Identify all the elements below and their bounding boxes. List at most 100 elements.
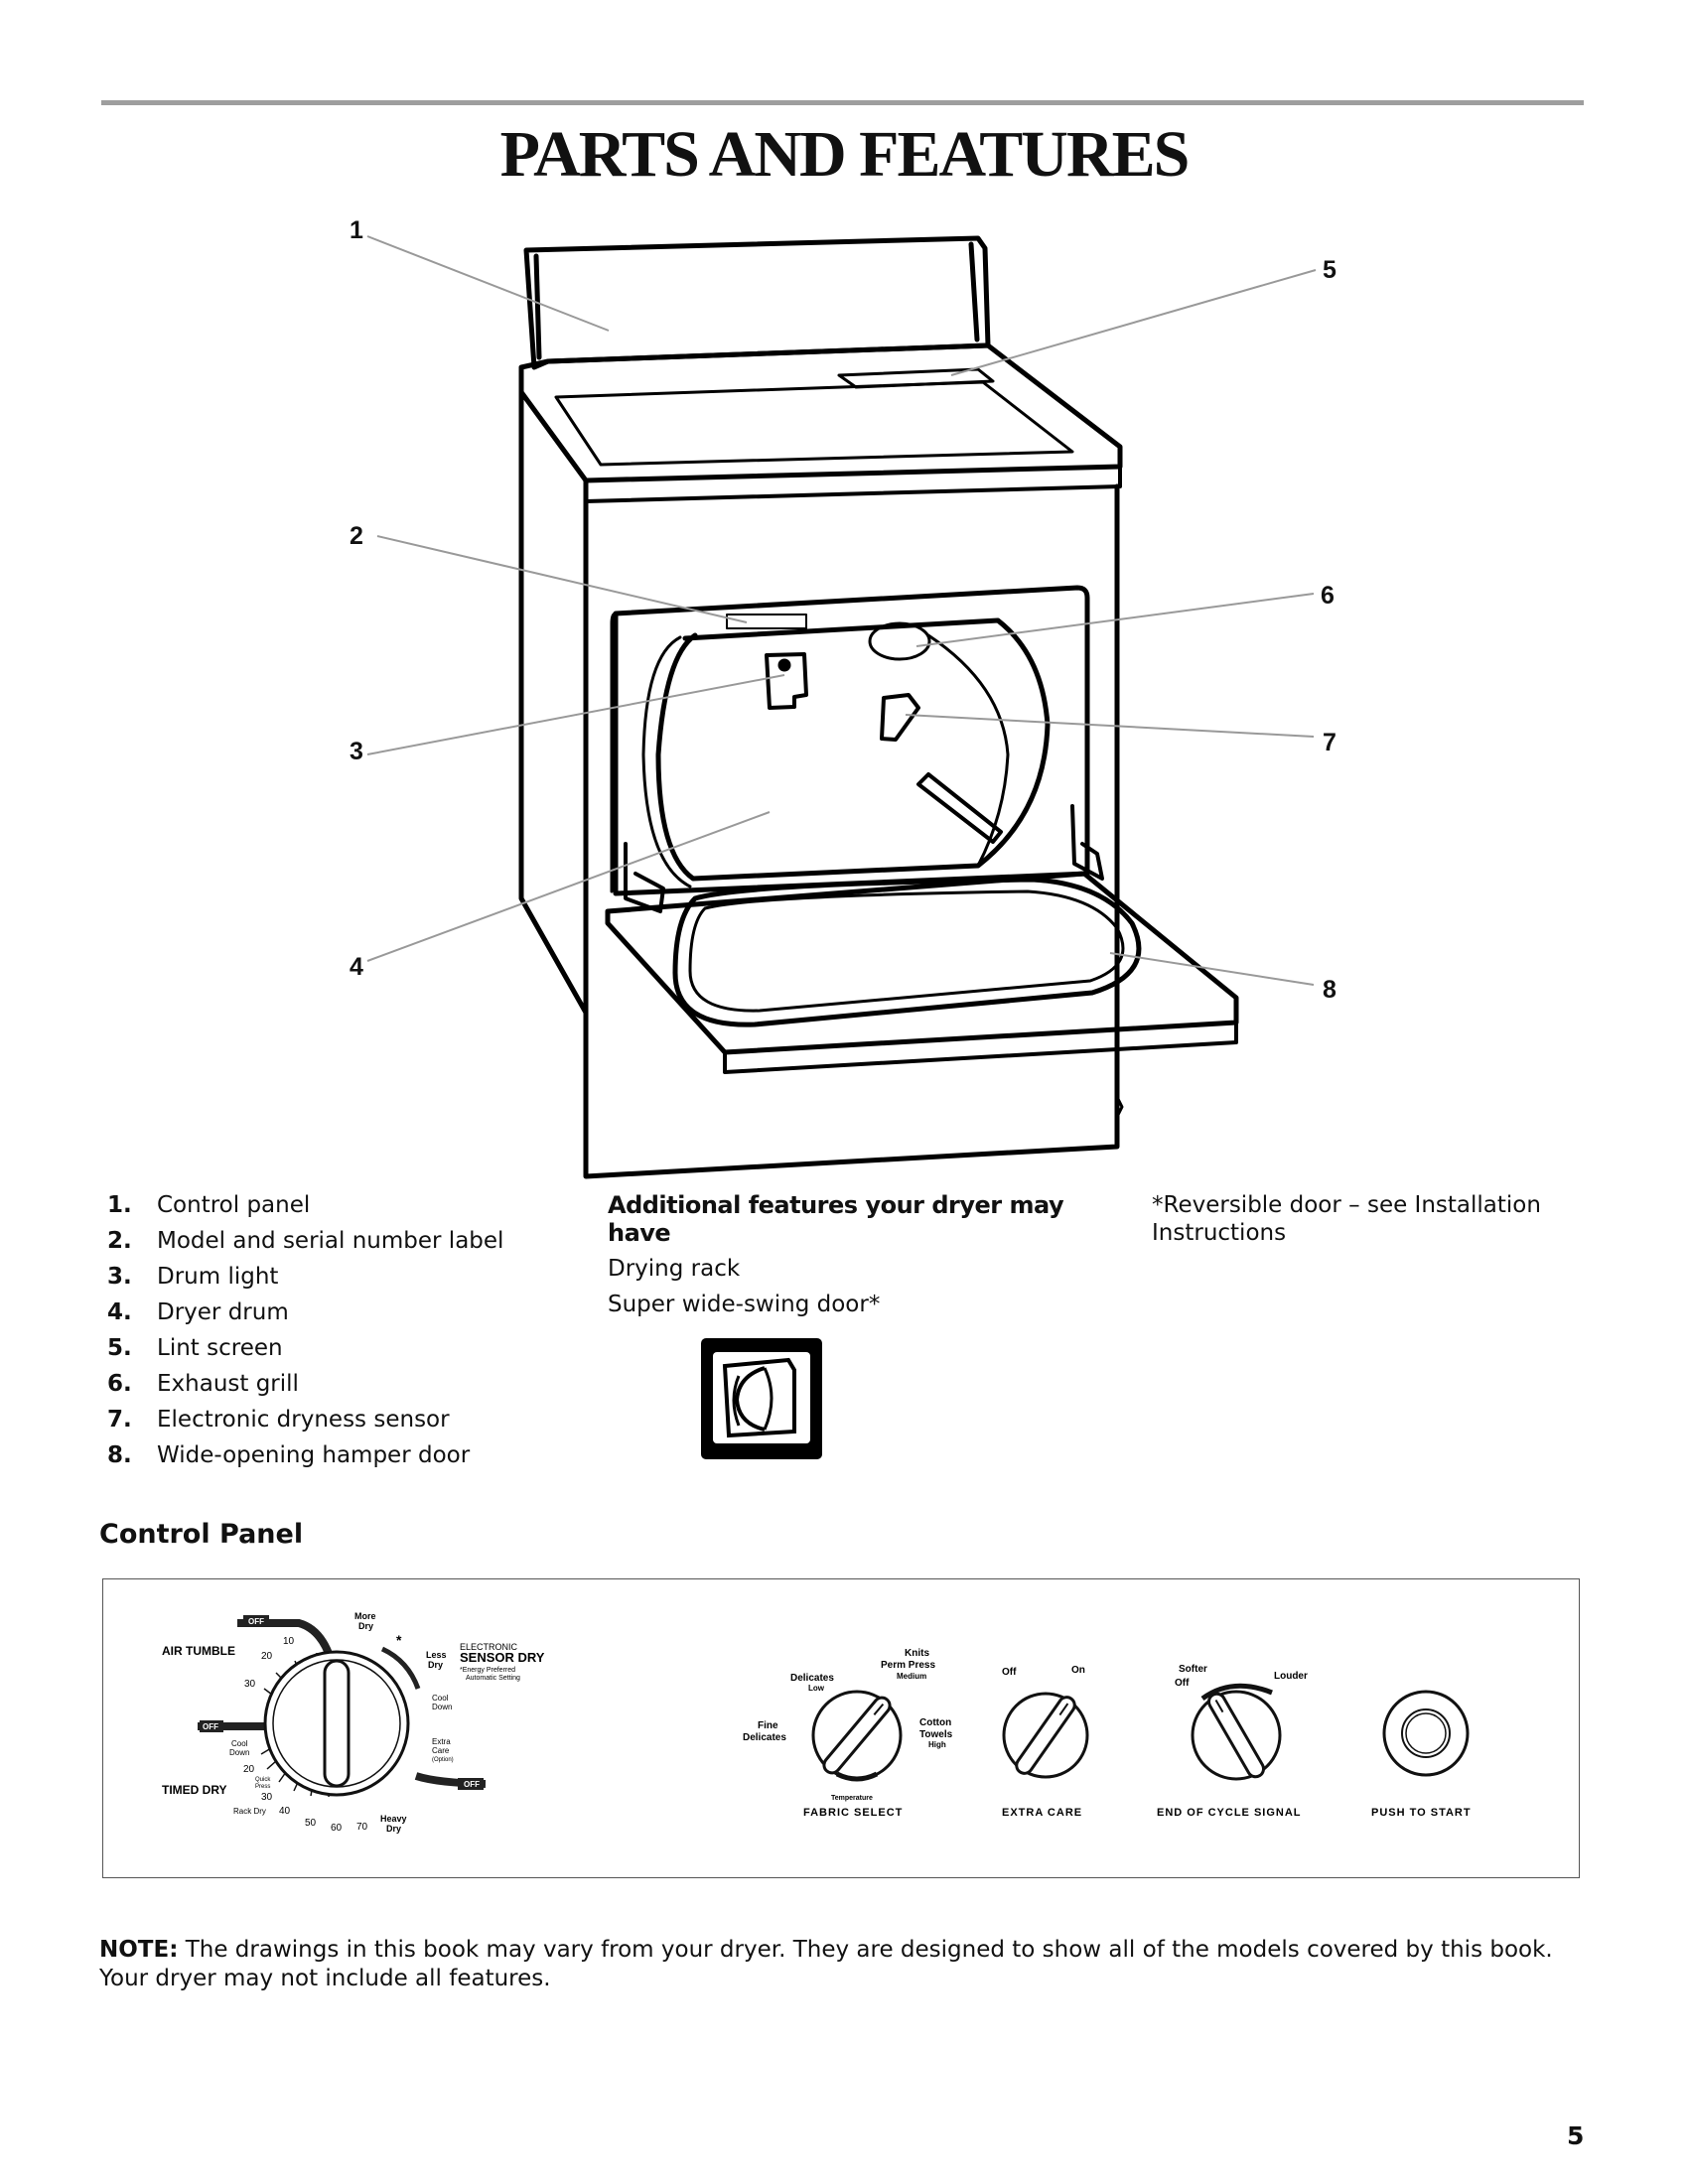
list-item-label: Drum light [157,1264,279,1290]
timer-dial[interactable]: OFF OFF OFF [162,1611,545,1834]
energy-star-mark: * [396,1632,402,1648]
cool-down-label: Cool [432,1694,449,1703]
list-item-number: 3. [107,1264,132,1290]
page-number: 5 [1567,2121,1585,2150]
off-label: OFF [464,1780,480,1789]
dryer-top [518,342,1123,483]
on-label: On [1071,1665,1085,1676]
list-item-number: 8. [107,1442,132,1468]
extra-care-option-label: (Option) [432,1757,454,1763]
tick-label: 50 [305,1818,317,1829]
header-rule [101,100,1584,105]
additional-features-heading: Additional features your dryer may have [608,1191,1064,1247]
tick-label: 40 [279,1806,291,1817]
lint-screen-slot [837,367,995,389]
callout-1: 1 [350,216,363,244]
delicates-label: Delicates [790,1673,834,1684]
tick-label: 10 [283,1636,295,1647]
tick-label: 30 [244,1679,256,1690]
control-panel-heading: Control Panel [99,1519,304,1550]
callout-4: 4 [350,953,363,981]
extra-care-option-label: Extra [432,1737,451,1746]
list-item-number: 1. [107,1192,132,1218]
timed-dry-label: TIMED DRY [162,1783,227,1797]
less-dry-label: Dry [428,1660,443,1670]
extra-care-label: EXTRA CARE [1002,1807,1082,1819]
list-item-label: Exhaust grill [157,1371,299,1397]
cool-down-label: Down [229,1748,249,1757]
callout-8: 8 [1323,976,1336,1004]
list-item-label: Control panel [157,1192,311,1218]
tick-label: 20 [243,1764,255,1775]
cotton-towels-label: Towels [919,1729,953,1740]
fabric-select-knob[interactable]: Delicates Low Knits Perm Press Medium Fi… [743,1648,953,1819]
perm-press-label: Perm Press [881,1660,935,1671]
dryness-sensor [880,693,920,742]
heavy-dry-label: Heavy [380,1814,407,1824]
list-item-number: 6. [107,1371,132,1397]
off-label: Off [1175,1678,1190,1689]
quick-press-label: Quick [255,1777,271,1783]
note-text: The drawings in this book may vary from … [99,1937,1553,1991]
fabric-select-label: FABRIC SELECT [803,1807,903,1819]
list-item: 4.Dryer drum [107,1295,503,1330]
cool-down-label: Down [432,1703,452,1711]
list-item: 8. Wide-opening hamper door [107,1437,503,1473]
extra-care-knob[interactable]: Off On EXTRA CARE [1002,1665,1089,1819]
serial-label [726,614,807,629]
list-item-number: 2. [107,1228,132,1254]
tick-label: 60 [331,1823,343,1834]
energy-note: *Energy Preferred [460,1667,515,1674]
reversible-door-note: *Reversible door – see Installation Inst… [1152,1192,1541,1246]
drum-light [765,652,808,710]
note-label: NOTE: [99,1937,179,1963]
sensor-dry-label: SENSOR DRY [460,1650,545,1665]
extra-care-option-label: Care [432,1746,450,1755]
off-label: OFF [248,1617,264,1626]
list-item: 5.Lint screen [107,1330,503,1366]
drawings-note: NOTE: The drawings in this book may vary… [99,1936,1579,1993]
low-label: Low [808,1684,825,1693]
list-item-label: Model and serial number label [157,1228,504,1254]
off-label: Off [1002,1667,1017,1678]
cotton-towels-label: Cotton [919,1717,951,1728]
tick-label: 30 [261,1792,273,1803]
air-tumble-label: AIR TUMBLE [162,1644,235,1658]
quick-press-label: Press [255,1784,270,1790]
electronic-label: ELECTRONIC [460,1642,518,1652]
push-to-start-label: PUSH TO START [1371,1807,1472,1819]
end-of-cycle-signal-label: END OF CYCLE SIGNAL [1157,1807,1302,1819]
callout-3: 3 [350,738,363,765]
high-label: High [928,1740,946,1749]
callout-7: 7 [1323,729,1336,756]
callout-2: 2 [350,522,363,550]
list-item: 3. Drum light [107,1259,503,1295]
more-dry-label: More [354,1611,376,1621]
additional-feature-item: Super wide-swing door* [608,1292,881,1317]
less-dry-label: Less [426,1650,447,1660]
list-item-number: 4. [107,1299,132,1325]
medium-label: Medium [897,1672,926,1681]
dryer-illustration: 1 2 3 4 5 6 7 8 [350,216,1336,1179]
list-item-label: Electronic dryness sensor [157,1407,450,1433]
cool-down-label: Cool [231,1739,248,1748]
list-item: 6. Exhaust grill [107,1366,503,1402]
additional-features: Additional features your dryer may have … [608,1191,1074,1322]
list-item-number: 7. [107,1407,132,1433]
door-opening [613,585,1090,896]
end-of-cycle-signal-knob[interactable]: Softer Off Louder END OF CYCLE SIGNAL [1157,1664,1308,1819]
hamper-door [605,871,1239,1055]
rack-dry-label: Rack Dry [233,1807,266,1816]
more-dry-label: Dry [358,1621,373,1631]
control-panel-diagram: OFF OFF OFF [162,1611,1472,1834]
off-label: OFF [203,1722,218,1731]
list-item: 2. Model and serial number label [107,1223,503,1259]
tick-label: 20 [261,1651,273,1662]
parts-list: 1. Control panel 2. Model and serial numbe… [107,1187,503,1473]
fine-delicates-label: Fine [758,1720,778,1731]
push-to-start-button[interactable]: PUSH TO START [1371,1690,1472,1819]
page-title: PARTS AND FEATURES [499,118,1191,191]
temperature-label: Temperature [831,1795,873,1802]
list-item-label: Wide-opening hamper door [157,1442,471,1468]
heavy-dry-label: Dry [386,1824,401,1834]
